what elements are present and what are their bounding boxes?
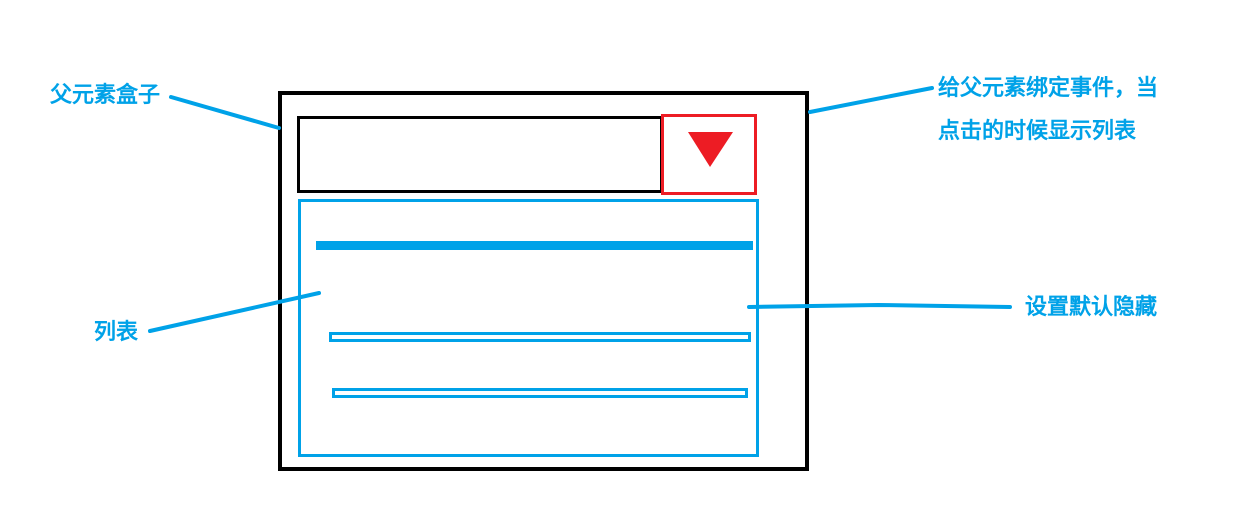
dropdown-list (298, 199, 759, 457)
parent-box-leader (169, 95, 281, 130)
caret-down-icon (688, 132, 733, 167)
bind-event-annotation-line-2: 点击的时候显示列表 (938, 119, 1137, 144)
bind-event-leader (808, 86, 934, 114)
list-item (332, 388, 748, 398)
hidden-by-default-annotation: 设置默认隐藏 (1025, 295, 1158, 320)
list-item (316, 241, 753, 250)
dropdown-toggle-button[interactable] (661, 114, 757, 195)
dropdown-input[interactable] (297, 116, 663, 193)
list-item (329, 332, 751, 342)
bind-event-annotation-line-1: 给父元素绑定事件，当 (938, 76, 1159, 101)
list-annotation: 列表 (94, 320, 139, 345)
parent-box-annotation: 父元素盒子 (50, 83, 161, 108)
